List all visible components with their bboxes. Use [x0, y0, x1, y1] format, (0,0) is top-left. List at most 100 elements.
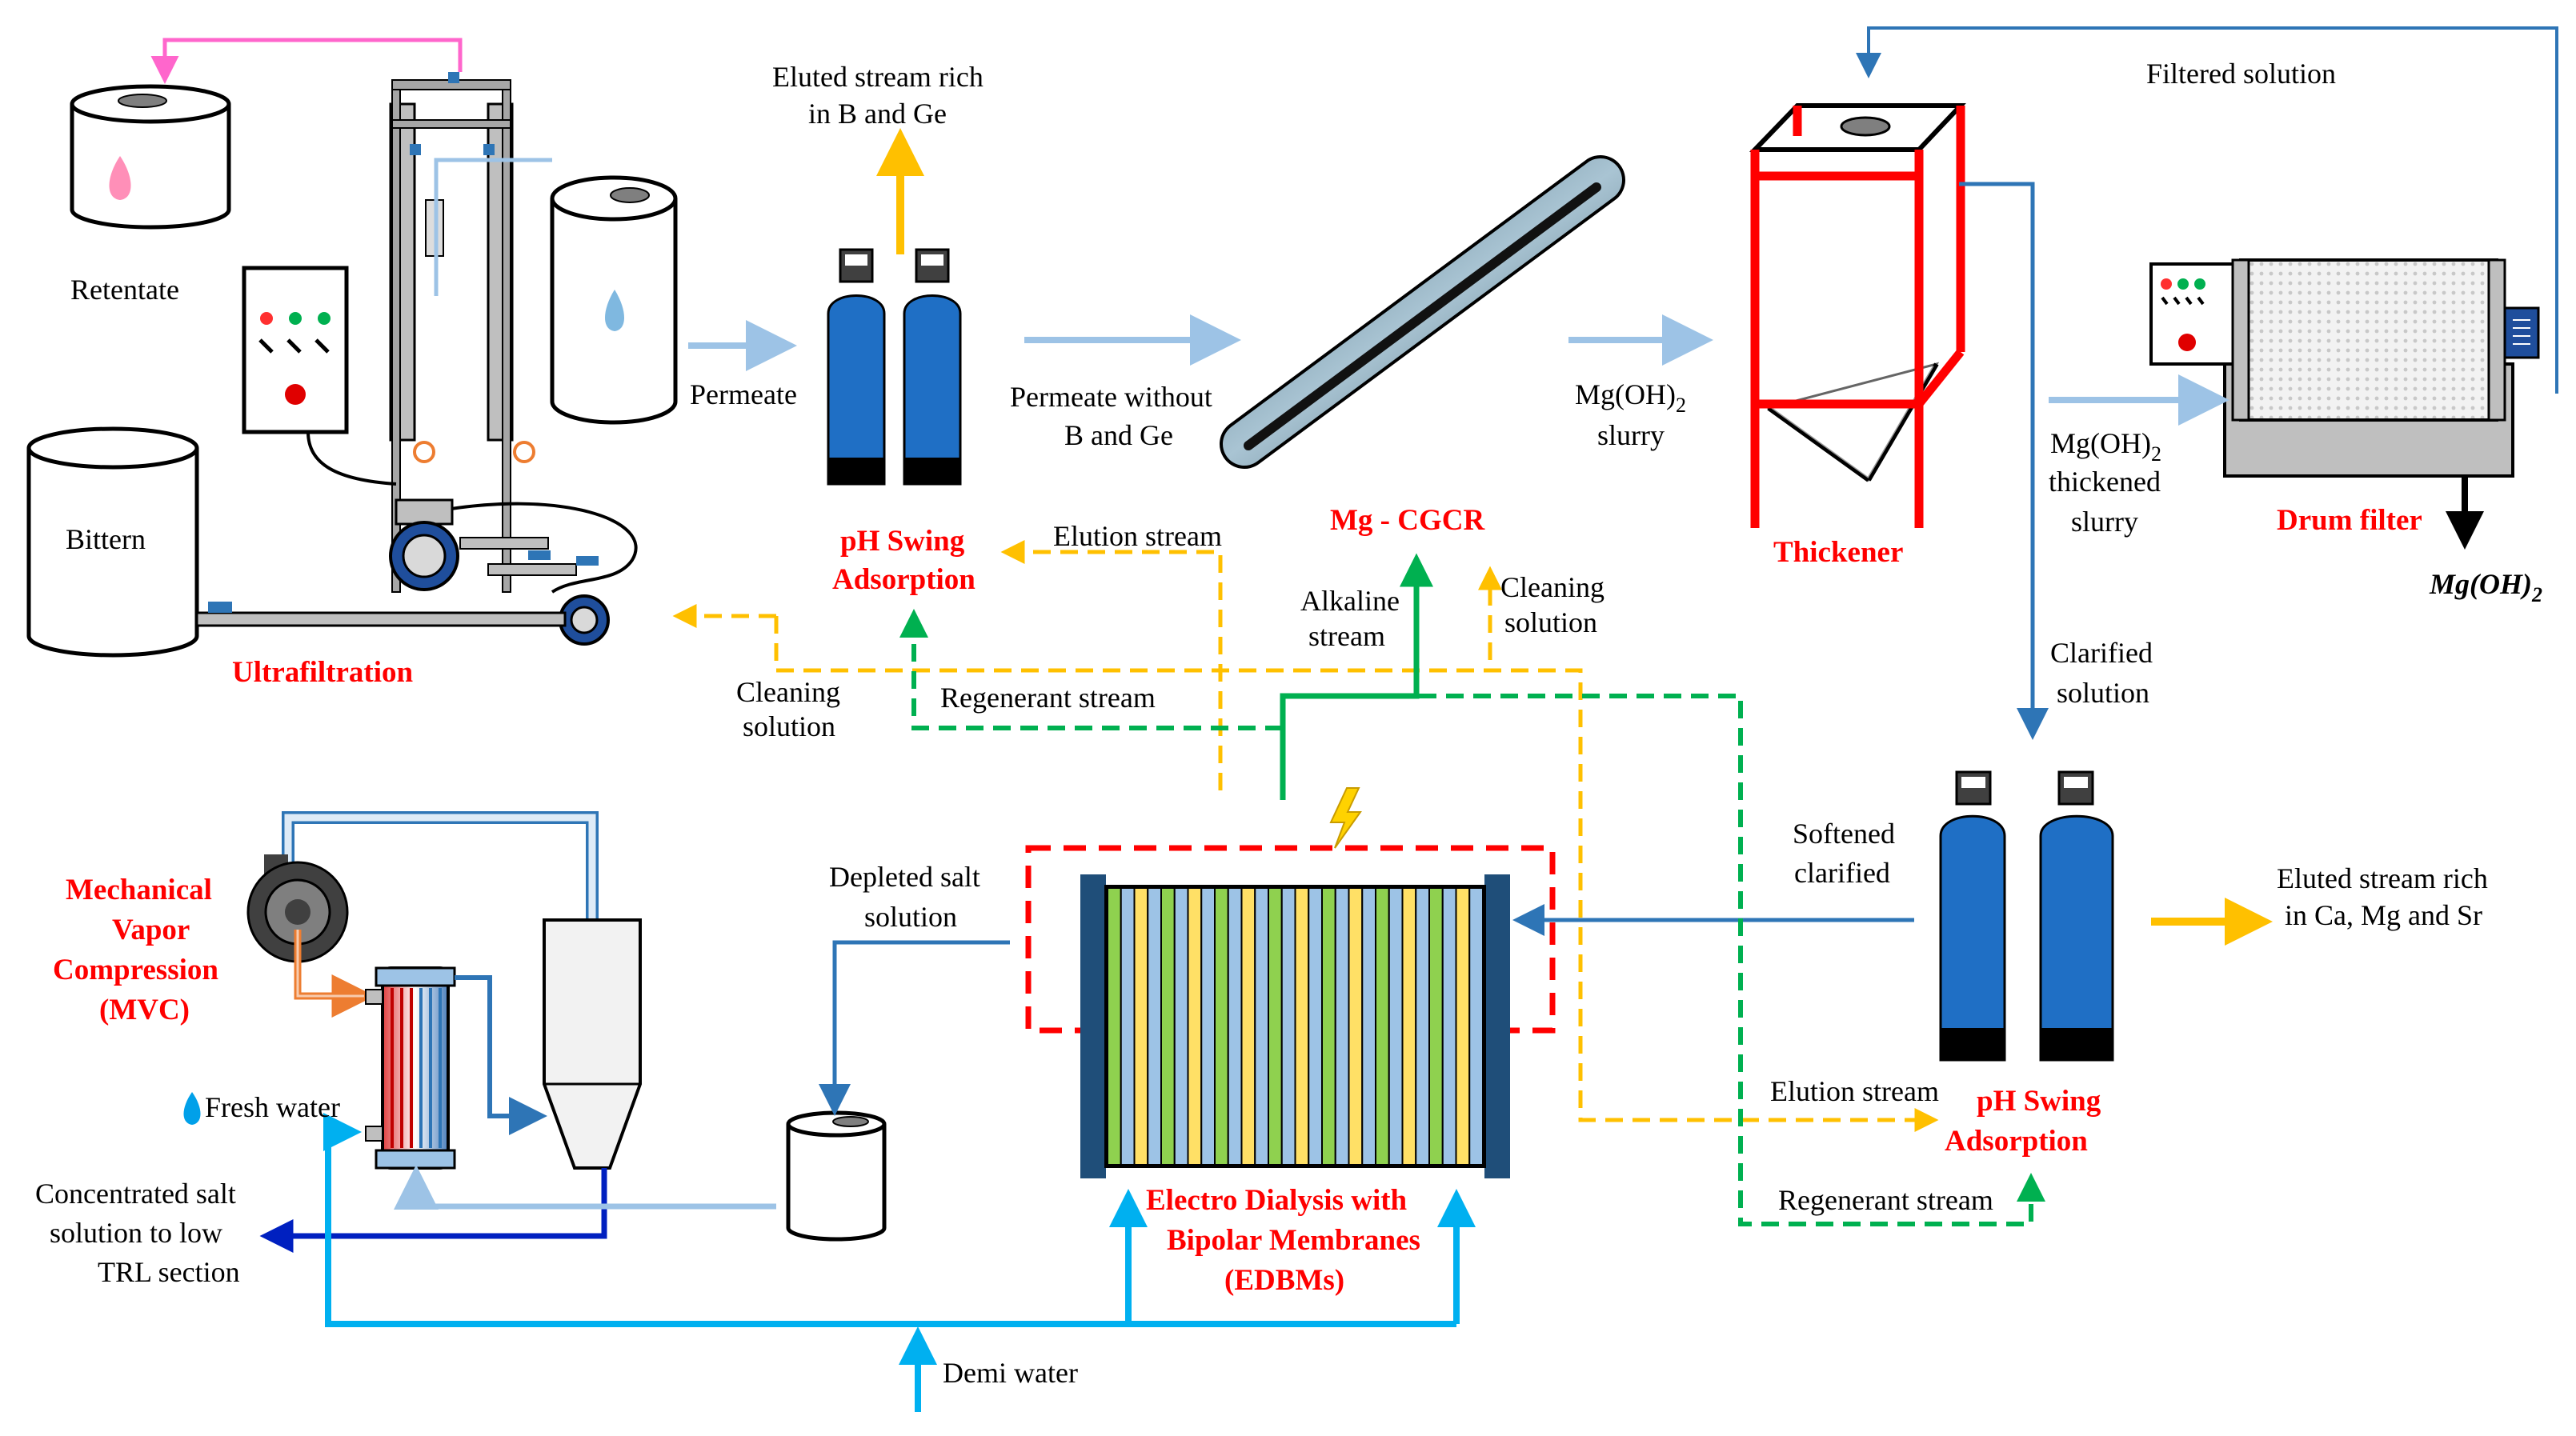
label-ultrafiltration: Ultrafiltration — [232, 656, 413, 689]
membrane-bar — [1240, 887, 1256, 1166]
membrane-bar — [1214, 887, 1229, 1166]
label-eluted-b-ge-1: Eluted stream rich — [772, 61, 984, 93]
label-psa-bottom-2: Adsorption — [1945, 1125, 2088, 1158]
psa-column-pair-bottom — [1939, 770, 2114, 1062]
label-thickened-3: slurry — [2071, 506, 2138, 538]
label-retentate: Retentate — [70, 274, 179, 306]
label-edbm-1: Electro Dialysis with — [1146, 1184, 1408, 1217]
label-elution-stream-top: Elution stream — [1053, 520, 1222, 552]
label-concentrated-1: Concentrated salt — [35, 1178, 236, 1210]
text-labels: Retentate Bittern Ultrafiltration Permea… — [35, 58, 2542, 1389]
pump-icon — [487, 563, 610, 646]
label-mvc-3: Compression — [53, 954, 218, 986]
label-filtered-solution: Filtered solution — [2146, 58, 2336, 90]
label-mvc-2: Vapor — [112, 914, 190, 946]
mg-cgcr-reactor — [1220, 155, 1625, 469]
label-alkaline-1: Alkaline — [1300, 585, 1400, 617]
label-alkaline-2: stream — [1308, 620, 1385, 652]
membrane-bar — [1268, 887, 1283, 1166]
depleted-salt-tank — [786, 1110, 887, 1242]
label-elution-stream-bottom: Elution stream — [1770, 1075, 1939, 1107]
label-psa-top-1: pH Swing — [840, 525, 965, 558]
label-demi-water: Demi water — [943, 1357, 1078, 1389]
label-cleaning-right-1: Cleaning — [1500, 571, 1604, 603]
label-mg-cgcr: Mg - CGCR — [1330, 504, 1485, 537]
membrane-bar — [1133, 887, 1149, 1166]
membrane-bar — [1441, 887, 1457, 1166]
membrane-bar — [1334, 887, 1350, 1166]
label-mvc-4: (MVC) — [99, 994, 190, 1026]
label-edbm-3: (EDBMs) — [1224, 1264, 1344, 1297]
membrane-bar — [1120, 887, 1136, 1166]
pump-icon — [389, 498, 549, 591]
membrane-bar — [1200, 887, 1216, 1166]
membrane-bar — [1254, 887, 1269, 1166]
membrane-bar — [1415, 887, 1430, 1166]
label-concentrated-3: TRL section — [98, 1256, 240, 1288]
label-cleaning-left-1: Cleaning — [736, 676, 840, 708]
drum-filter — [2149, 258, 2540, 478]
label-drum-filter: Drum filter — [2277, 504, 2422, 537]
psa-column-pair-top — [827, 248, 962, 486]
bittern-tank — [26, 426, 199, 658]
label-clarified-2: solution — [2057, 677, 2149, 709]
membrane-bar — [1361, 887, 1376, 1166]
label-edbm-2: Bipolar Membranes — [1167, 1224, 1420, 1257]
label-permeate: Permeate — [690, 378, 797, 410]
membrane-bar — [1294, 887, 1310, 1166]
label-softened-1: Softened — [1793, 818, 1895, 850]
label-permeate-without-2: B and Ge — [1064, 419, 1173, 451]
label-concentrated-2: solution to low — [50, 1217, 222, 1249]
label-mgoh-slurry-1: Mg(OH)2 — [1575, 378, 1686, 417]
mvc-unit — [246, 811, 776, 1253]
membrane-bar — [1227, 887, 1243, 1166]
membrane-bar — [1308, 887, 1323, 1166]
label-regenerant-top: Regenerant stream — [940, 682, 1156, 714]
label-mgoh-slurry-2: slurry — [1597, 419, 1665, 451]
label-thickened-1: Mg(OH)2 — [2050, 427, 2161, 466]
flow-lines — [183, 26, 2558, 1412]
membrane-bar — [1348, 887, 1364, 1166]
thickener — [1749, 103, 1966, 528]
droplet-icon — [109, 156, 131, 200]
lightning-icon — [1329, 787, 1362, 849]
label-depleted-1: Depleted salt — [829, 861, 980, 893]
label-clarified-1: Clarified — [2050, 637, 2153, 669]
label-depleted-2: solution — [864, 901, 957, 933]
label-thickened-2: thickened — [2049, 466, 2161, 498]
label-eluted-ca-2: in Ca, Mg and Sr — [2285, 899, 2482, 931]
droplet-icon — [183, 1092, 201, 1125]
label-regenerant-bottom: Regenerant stream — [1778, 1184, 1993, 1216]
membrane-bar — [1160, 887, 1176, 1166]
droplet-icon — [605, 290, 624, 331]
membrane-bar — [1375, 887, 1390, 1166]
membrane-bar — [1107, 887, 1122, 1166]
membrane-bar — [1280, 887, 1296, 1166]
membrane-bar — [1388, 887, 1404, 1166]
membrane-bar — [1455, 887, 1471, 1166]
label-eluted-b-ge-2: in B and Ge — [808, 98, 947, 130]
permeate-tank — [550, 175, 678, 425]
label-bittern: Bittern — [66, 523, 146, 555]
label-cleaning-left-2: solution — [743, 710, 835, 742]
label-psa-top-2: Adsorption — [832, 563, 976, 596]
label-cleaning-right-2: solution — [1504, 606, 1597, 638]
label-thickener: Thickener — [1773, 536, 1903, 569]
label-fresh-water: Fresh water — [205, 1091, 340, 1123]
label-mvc-1: Mechanical — [66, 874, 212, 906]
membrane-bar — [1187, 887, 1203, 1166]
label-softened-2: clarified — [1794, 857, 1890, 889]
membrane-bar — [1428, 887, 1444, 1166]
control-panel-icon — [242, 266, 349, 434]
edbm-stack — [1025, 787, 1556, 1178]
membrane-bar — [1173, 887, 1189, 1166]
membrane-bar — [1468, 887, 1484, 1166]
membrane-bar — [1321, 887, 1336, 1166]
retentate-tank — [70, 84, 231, 230]
ultrafiltration-unit — [26, 38, 678, 658]
label-mgoh2-product: Mg(OH)2 — [2429, 568, 2542, 606]
label-psa-bottom-1: pH Swing — [1977, 1085, 2101, 1118]
membrane-bar — [1401, 887, 1417, 1166]
